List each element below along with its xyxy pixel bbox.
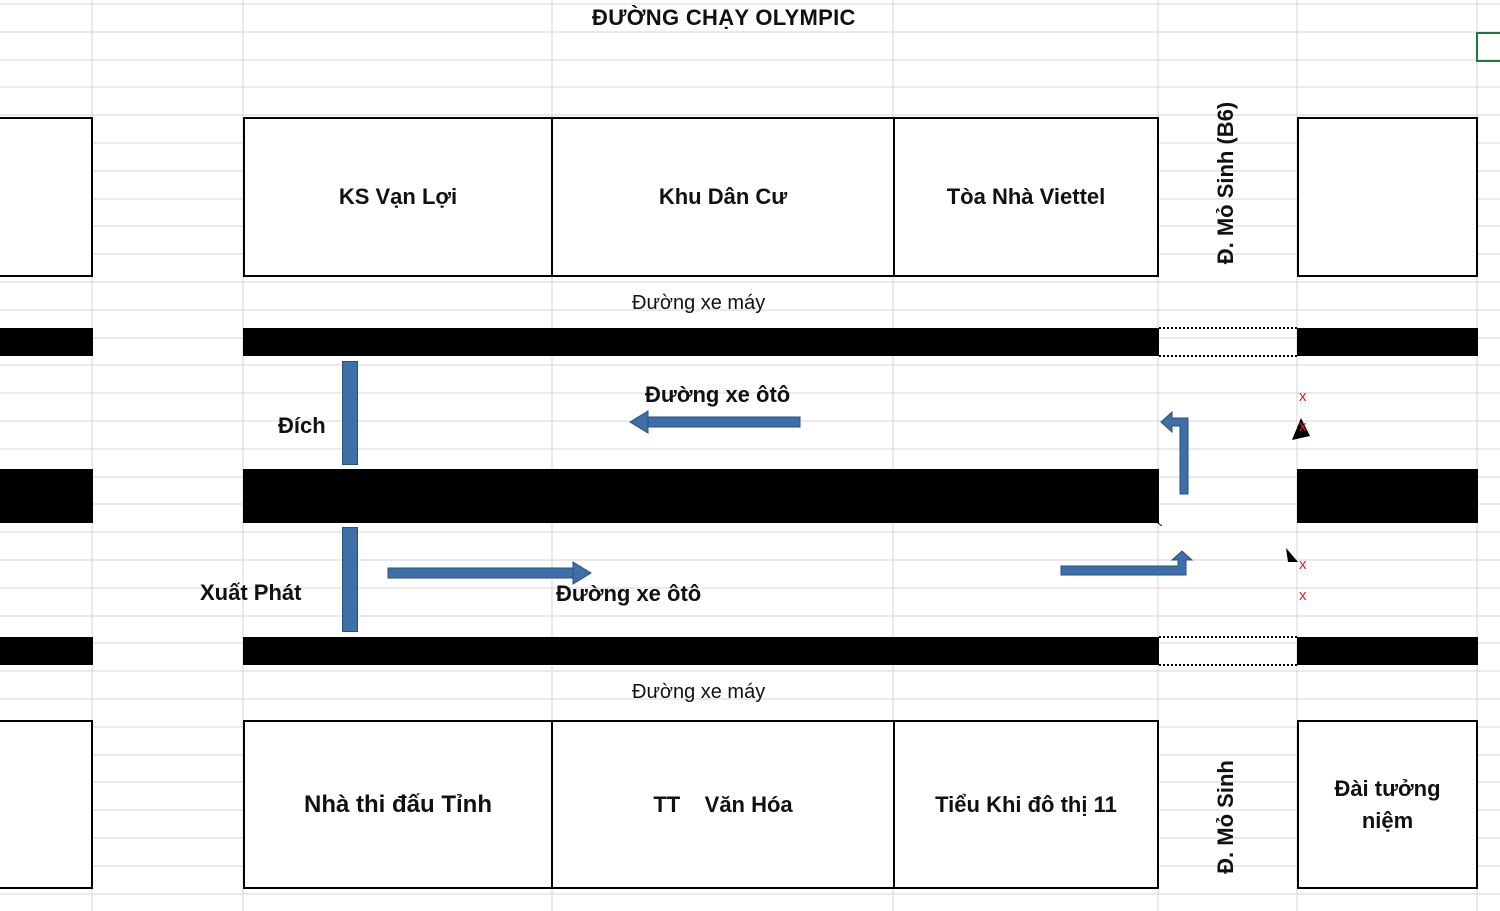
building-ks-van-loi: KS Vạn Lợi	[243, 117, 553, 277]
finish-line-marker	[342, 361, 358, 465]
road-line-top-right	[1297, 328, 1478, 356]
start-line-marker	[342, 527, 358, 632]
marker-x-1: x	[1299, 388, 1307, 405]
road-line-bottom-left	[0, 637, 93, 665]
building-left-bottom-empty	[0, 720, 93, 889]
building-toa-nha-viettel: Tòa Nhà Viettel	[893, 117, 1159, 277]
road-line-bottom-main	[243, 637, 1159, 665]
street-label-mo-sinh-b6: Đ. Mỏ Sinh (B6)	[1213, 101, 1238, 265]
building-khu-dan-cu-label: Khu Dân Cư	[658, 184, 788, 209]
road-line-bottom-right	[1297, 637, 1478, 665]
selected-cell[interactable]	[1476, 32, 1500, 62]
lane-label-oto-top: Đường xe ôtô	[645, 382, 791, 407]
marker-x-4: x	[1299, 587, 1307, 604]
page-title: ĐƯỜNG CHẠY OLYMPIC	[592, 5, 856, 30]
building-tieu-khi-do-thi: Tiểu Khi đô thị 11	[893, 720, 1159, 889]
building-dai-tuong-niem-label-line2: niệm	[1361, 807, 1414, 833]
building-ks-van-loi-label: KS Vạn Lợi	[338, 184, 458, 209]
building-dai-tuong-niem: Đài tưởng niệm	[1297, 720, 1478, 889]
building-dai-tuong-niem-label-line1: Đài tưởng	[1334, 775, 1441, 801]
building-tt-van-hoa: TT Văn Hóa	[551, 720, 895, 889]
road-line-top-main	[243, 328, 1159, 356]
building-nha-thi-dau: Nhà thi đấu Tỉnh	[243, 720, 553, 889]
marker-x-2: x	[1299, 418, 1307, 435]
road-median-main	[243, 469, 1159, 523]
lane-label-xe-may-bottom: Đường xe máy	[632, 681, 766, 703]
finish-label: Đích	[278, 413, 326, 438]
road-gap-bottom-lower	[1159, 664, 1297, 666]
road-line-top-left	[0, 328, 93, 356]
building-tieu-khi-do-thi-label: Tiểu Khi đô thị 11	[935, 791, 1117, 817]
building-right-top-empty	[1297, 117, 1478, 277]
road-median-right	[1297, 469, 1478, 523]
start-label: Xuất Phát	[200, 580, 302, 605]
street-label-mo-sinh: Đ. Mỏ Sinh	[1213, 760, 1238, 874]
lane-label-xe-may-top: Đường xe máy	[632, 292, 766, 314]
building-tt-van-hoa-label: TT Văn Hóa	[653, 791, 793, 817]
building-left-top-empty	[0, 117, 93, 277]
road-gap-top-lower	[1159, 355, 1297, 357]
building-nha-thi-dau-label: Nhà thi đấu Tỉnh	[304, 790, 492, 818]
building-toa-nha-viettel-label: Tòa Nhà Viettel	[946, 184, 1106, 209]
road-median-left	[0, 469, 93, 523]
building-khu-dan-cu: Khu Dân Cư	[551, 117, 895, 277]
road-gap-bottom-upper	[1159, 636, 1297, 638]
lane-label-oto-bottom: Đường xe ôtô	[556, 581, 702, 606]
marker-x-3: x	[1299, 556, 1307, 573]
road-gap-top-upper	[1159, 327, 1297, 329]
